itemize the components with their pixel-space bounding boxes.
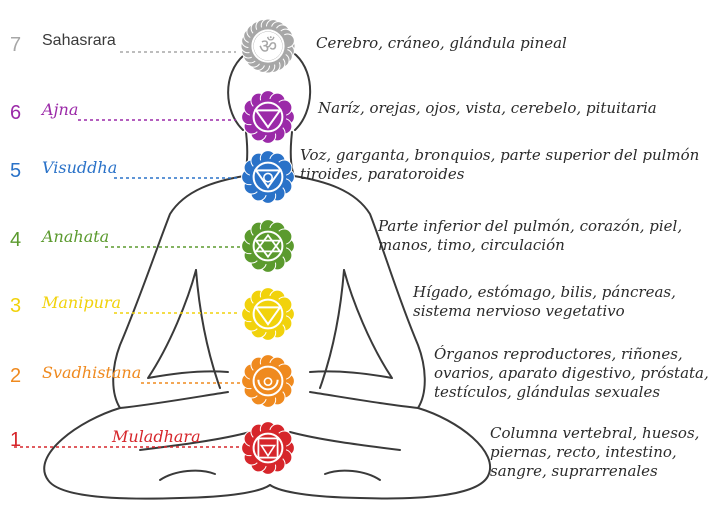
chakra-name: Sahasrara	[42, 32, 116, 49]
description-line: Órganos reproductores, riñones,	[434, 345, 683, 363]
chakra-name: Manipura	[42, 293, 122, 312]
chakra-number: 5	[10, 160, 22, 182]
description-line: Cerebro, cráneo, glándula pineal	[316, 34, 567, 52]
description-line: Columna vertebral, huesos,	[490, 424, 700, 442]
chakra-description: Parte inferior del pulmón, corazón, piel…	[378, 217, 682, 255]
chakra-number: 4	[10, 229, 22, 251]
left-arm-outline	[112, 175, 245, 409]
manipura-symbol-icon	[241, 287, 295, 341]
chakra-description: Hígado, estómago, bilis, páncreas,sistem…	[413, 283, 676, 321]
description-line: ovarios, aparato digestivo, próstata,	[434, 364, 709, 382]
chakra-number: 2	[10, 365, 22, 387]
chakra-name: Anahata	[42, 227, 110, 246]
chakra-description: Cerebro, cráneo, glándula pineal	[316, 34, 567, 53]
chakra-name: Muladhara	[112, 427, 201, 446]
chakra-name: Ajna	[42, 100, 79, 119]
anahata-symbol-icon	[241, 219, 295, 273]
chakra-name: Svadhistana	[42, 363, 142, 382]
description-line: Naríz, orejas, ojos, vista, cerebelo, pi…	[318, 99, 657, 117]
description-line: Parte inferior del pulmón, corazón, piel…	[378, 217, 683, 235]
ajna-symbol-icon	[241, 90, 295, 144]
legs-outline	[43, 407, 271, 500]
description-line: Voz, garganta, bronquios, parte superior…	[300, 146, 700, 164]
chakra-name: Visuddha	[42, 158, 118, 177]
muladhara-symbol-icon	[241, 421, 295, 475]
description-line: sangre, suprarrenales	[490, 462, 658, 480]
description-line: tiroides, paratoroides	[300, 165, 465, 183]
chakra-description: Columna vertebral, huesos,piernas, recto…	[490, 424, 699, 481]
svg-text:ॐ: ॐ	[259, 34, 277, 58]
om-icon: ॐ	[240, 18, 296, 74]
description-line: piernas, recto, intestino,	[490, 443, 677, 461]
chakra-number: 6	[10, 102, 22, 124]
description-line: Hígado, estómago, bilis, páncreas,	[413, 283, 676, 301]
chakra-number: 7	[10, 34, 22, 56]
description-line: sistema nervioso vegetativo	[413, 302, 625, 320]
chakra-description: Voz, garganta, bronquios, parte superior…	[300, 146, 699, 184]
right-arm-outline	[293, 175, 426, 409]
chakra-description: Órganos reproductores, riñones,ovarios, …	[434, 345, 709, 402]
chakra-description: Naríz, orejas, ojos, vista, cerebelo, pi…	[318, 99, 657, 118]
torso-outline	[195, 269, 221, 389]
chakra-number: 1	[10, 429, 22, 451]
visuddha-symbol-icon	[241, 150, 295, 204]
description-line: testículos, glándulas sexuales	[434, 383, 661, 401]
svadhistana-symbol-icon	[241, 354, 295, 408]
description-line: manos, timo, circulación	[378, 236, 565, 254]
chakra-number: 3	[10, 295, 22, 317]
